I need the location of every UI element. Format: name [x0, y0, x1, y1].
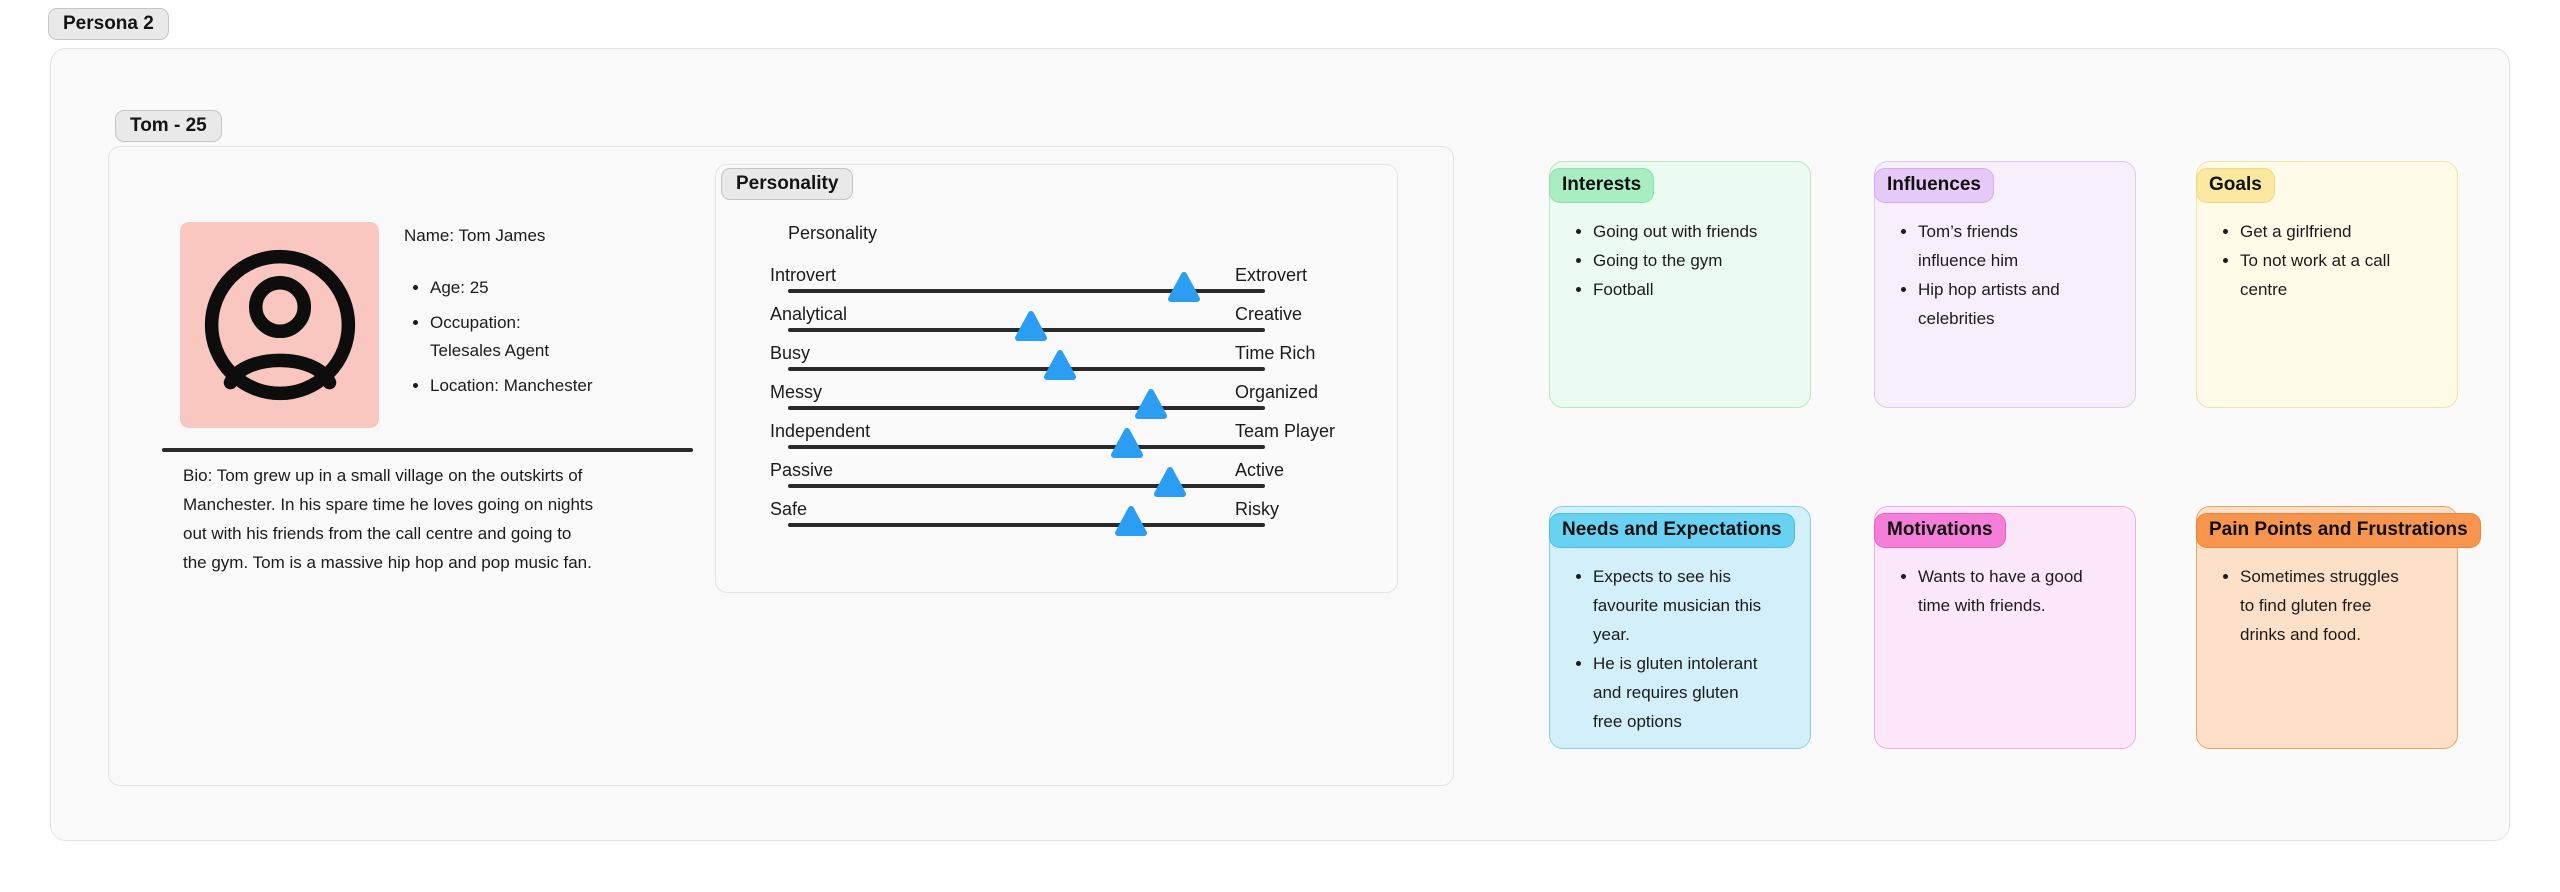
slider-track — [788, 523, 1265, 527]
persona-frame: Tom - 25 Name: Tom James Age: 25 Occupat… — [50, 48, 2510, 841]
personality-title: Personality — [788, 223, 878, 243]
sticky-needs-and-expectations[interactable]: Needs and Expectations Expects to see hi… — [1549, 506, 1811, 749]
slider-track — [788, 367, 1265, 371]
sticky-item-list: Expects to see his favourite musician th… — [1576, 562, 1765, 736]
slider-marker-icon[interactable] — [1153, 466, 1187, 499]
sticky-motivations-tab[interactable]: Motivations — [1874, 513, 2006, 548]
slider-right-label: Organized — [1235, 382, 1319, 402]
list-item: To not work at a call centre — [2240, 246, 2418, 304]
profile-details: Name: Tom James Age: 25 Occupation: Tele… — [404, 224, 654, 407]
user-circle-icon — [204, 249, 355, 401]
personality-slider-independent-teamplayer: Independent Team Player — [770, 421, 1410, 465]
slider-left-label: Messy — [770, 382, 823, 402]
sticky-motivations[interactable]: Motivations Wants to have a good time wi… — [1874, 506, 2136, 749]
list-item: Get a girlfriend — [2240, 217, 2418, 246]
slider-marker-icon[interactable] — [1043, 349, 1077, 382]
profile-frame: Tom - 25 Name: Tom James Age: 25 Occupat… — [108, 110, 1454, 786]
list-item: Expects to see his favourite musician th… — [1593, 562, 1765, 649]
slider-track — [788, 484, 1265, 488]
sticky-influences[interactable]: Influences Tom’s friends influence him H… — [1874, 161, 2136, 408]
slider-left-label: Busy — [770, 343, 811, 363]
sticky-title: Motivations — [1887, 519, 1993, 540]
slider-right-label: Risky — [1235, 499, 1279, 519]
sticky-goals[interactable]: Goals Get a girlfriend To not work at a … — [2196, 161, 2458, 408]
personality-slider-analytical-creative: Analytical Creative — [770, 304, 1410, 348]
sticky-influences-tab[interactable]: Influences — [1874, 168, 1994, 203]
sticky-pain-points-tab[interactable]: Pain Points and Frustrations — [2196, 513, 2481, 548]
detail-age: Age: 25 — [430, 274, 594, 302]
persona-frame-tab[interactable]: Persona 2 — [48, 8, 169, 40]
list-item: Going to the gym — [1593, 246, 1785, 275]
sticky-title: Goals — [2209, 174, 2262, 195]
avatar[interactable] — [180, 222, 379, 428]
sticky-title: Interests — [1562, 174, 1642, 195]
personality-card-label: Personality — [736, 173, 839, 194]
sticky-interests[interactable]: Interests Going out with friends Going t… — [1549, 161, 1811, 408]
personality-slider-passive-active: Passive Active — [770, 460, 1410, 504]
list-item: Hip hop artists and celebrities — [1918, 275, 2081, 333]
slider-track — [788, 445, 1265, 449]
slider-left-label: Passive — [770, 460, 834, 480]
slider-track — [788, 289, 1265, 293]
personality-slider-safe-risky: Safe Risky — [770, 499, 1410, 543]
slider-marker-icon[interactable] — [1134, 388, 1168, 421]
sticky-item-list: Going out with friends Going to the gym … — [1576, 217, 1785, 304]
slider-marker-icon[interactable] — [1114, 505, 1148, 538]
list-item: Football — [1593, 275, 1785, 304]
slider-left-label: Independent — [770, 421, 871, 441]
slider-right-label: Team Player — [1235, 421, 1336, 441]
bio-divider — [162, 448, 693, 452]
slider-left-label: Safe — [770, 499, 808, 519]
slider-track — [788, 406, 1265, 410]
sticky-needs-tab[interactable]: Needs and Expectations — [1549, 513, 1795, 548]
sticky-interests-tab[interactable]: Interests — [1549, 168, 1655, 203]
slider-right-label: Time Rich — [1235, 343, 1316, 363]
personality-card-tab[interactable]: Personality — [721, 168, 854, 200]
sticky-item-list: Tom’s friends influence him Hip hop arti… — [1901, 217, 2081, 333]
sticky-goals-tab[interactable]: Goals — [2196, 168, 2275, 203]
profile-bio: Bio: Tom grew up in a small village on t… — [183, 466, 594, 572]
profile-frame-tab[interactable]: Tom - 25 — [115, 110, 222, 142]
profile-frame-label: Tom - 25 — [130, 115, 207, 136]
slider-marker-icon[interactable] — [1110, 427, 1144, 460]
slider-right-label: Active — [1235, 460, 1285, 480]
slider-right-label: Extrovert — [1235, 265, 1308, 285]
slider-marker-icon[interactable] — [1167, 271, 1201, 304]
detail-occupation: Occupation: Telesales Agent — [430, 309, 594, 365]
sticky-title: Needs and Expectations — [1562, 519, 1782, 540]
list-item: Sometimes struggles to find gluten free … — [2240, 562, 2412, 649]
sticky-item-list: Wants to have a good time with friends. — [1901, 562, 2096, 620]
list-item: Wants to have a good time with friends. — [1918, 562, 2096, 620]
slider-right-label: Creative — [1235, 304, 1303, 324]
sticky-item-list: Sometimes struggles to find gluten free … — [2223, 562, 2412, 649]
sticky-title: Pain Points and Frustrations — [2209, 519, 2468, 540]
personality-card: Personality Personality Introvert Extrov… — [715, 164, 1398, 593]
detail-location: Location: Manchester — [430, 372, 594, 400]
list-item: Going out with friends — [1593, 217, 1785, 246]
profile-detail-list: Age: 25 Occupation: Telesales Agent Loca… — [404, 274, 594, 400]
sticky-pain-points[interactable]: Pain Points and Frustrations Sometimes s… — [2196, 506, 2481, 749]
slider-left-label: Analytical — [770, 304, 848, 324]
sticky-title: Influences — [1887, 174, 1981, 195]
slider-marker-icon[interactable] — [1014, 310, 1048, 343]
slider-left-label: Introvert — [770, 265, 837, 285]
list-item: He is gluten intolerant and requires glu… — [1593, 649, 1765, 736]
personality-slider-introvert-extrovert: Introvert Extrovert — [770, 265, 1410, 309]
sticky-item-list: Get a girlfriend To not work at a call c… — [2223, 217, 2418, 304]
list-item: Tom’s friends influence him — [1918, 217, 2081, 275]
personality-slider-messy-organized: Messy Organized — [770, 382, 1410, 426]
profile-name: Name: Tom James — [404, 226, 546, 245]
personality-slider-busy-timerich: Busy Time Rich — [770, 343, 1410, 387]
persona-frame-label: Persona 2 — [63, 13, 154, 34]
